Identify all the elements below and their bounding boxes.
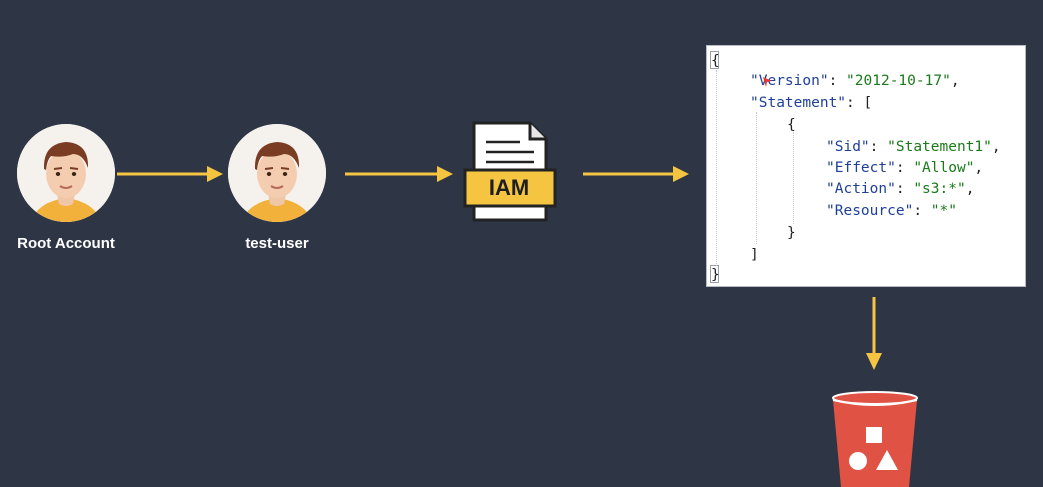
indent-guide <box>716 70 717 266</box>
policy-line-open: { <box>711 53 720 69</box>
iam-document-icon <box>463 121 557 222</box>
root-account-avatar-icon <box>17 124 115 222</box>
indent-guide <box>756 112 757 244</box>
close-brace-highlight <box>710 265 719 283</box>
mouse-cursor-icon <box>763 77 772 87</box>
policy-line-statement: "Statement": [ <box>750 95 873 111</box>
policy-line-stmt-close: } <box>787 225 796 241</box>
policy-line-effect: "Effect": "Allow", <box>826 160 984 176</box>
policy-line-action: "Action": "s3:*", <box>826 181 975 197</box>
arrow-user-to-iam <box>345 166 453 182</box>
policy-line-close-bracket: ] <box>750 247 759 263</box>
policy-line-resource: "Resource": "*" <box>826 203 957 219</box>
arrow-root-to-user <box>117 166 223 182</box>
policy-line-close: } <box>711 267 720 283</box>
test-user-label: test-user <box>245 235 309 252</box>
arrow-iam-to-policy <box>583 166 689 182</box>
policy-line-stmt-open: { <box>787 117 796 133</box>
indent-guide <box>793 132 794 224</box>
arrow-policy-to-bucket <box>866 297 882 370</box>
root-account-label: Root Account <box>17 235 115 252</box>
iam-label: IAM <box>488 175 530 200</box>
policy-line-sid: "Sid": "Statement1", <box>826 139 1001 155</box>
policy-line-version: "Version": "2012-10-17", <box>750 73 960 89</box>
s3-bucket-icon <box>832 391 918 487</box>
policy-json-box: { "Version": "2012-10-17", "Statement": … <box>706 45 1026 287</box>
test-user-avatar-icon <box>228 124 326 222</box>
open-brace-highlight <box>710 51 719 69</box>
